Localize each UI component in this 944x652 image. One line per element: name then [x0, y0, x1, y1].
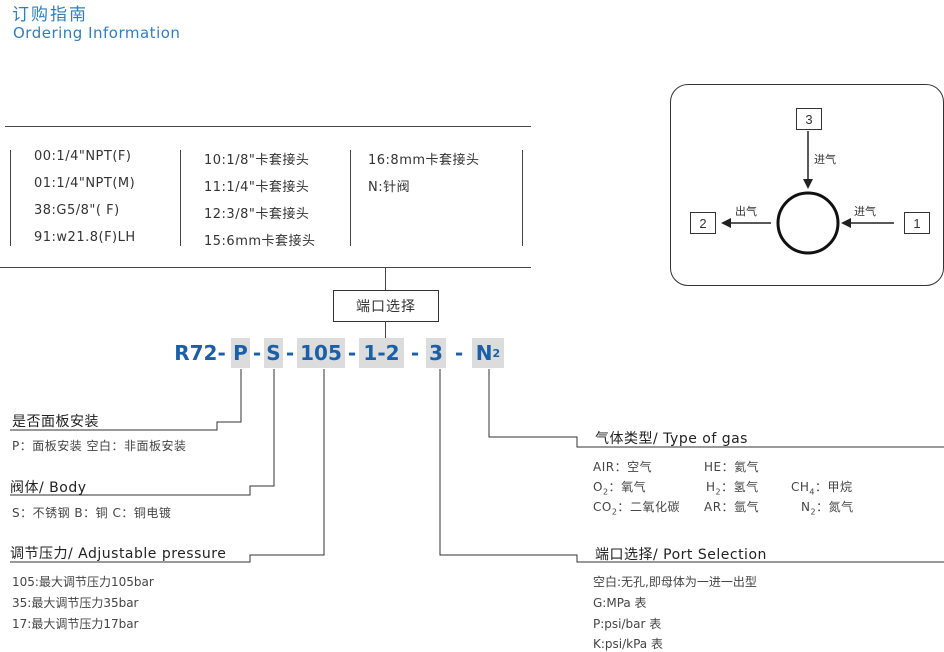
panel-mount-title: 是否面板安装 [12, 414, 99, 430]
port-selection-box: 端口选择 [333, 290, 439, 322]
port-option: 11:1/4"卡套接头 [204, 180, 310, 195]
code-dash: - [347, 341, 357, 365]
port-option: 01:1/4"NPT(M) [34, 176, 136, 191]
code-dash: - [252, 341, 262, 365]
panel-mount-desc: P：面板安装 空白：非面板安装 [12, 439, 187, 453]
port-selection-option: P:psi/bar 表 [593, 617, 662, 631]
connector-line [385, 267, 386, 290]
port-1-label: 1 [904, 212, 930, 234]
code-body: S [264, 338, 283, 368]
port-option: 12:3/8"卡套接头 [204, 207, 310, 222]
gas-item: HE：氦气 [704, 460, 760, 474]
title-chinese: 订购指南 [12, 5, 88, 25]
pressure-option: 17:最大调节压力17bar [12, 617, 139, 631]
valve-circle [776, 191, 840, 255]
gas-item: O2：氧气 [593, 480, 647, 497]
pressure-option: 35:最大调节压力35bar [12, 596, 139, 610]
model-prefix: R72- [174, 341, 226, 365]
flow-diagram: 3 1 2 进气 进气 出气 [670, 84, 944, 286]
gas-item: CH4：甲烷 [791, 480, 853, 497]
port-option: 16:8mm卡套接头 [368, 153, 480, 168]
inlet-label-top: 进气 [814, 153, 836, 166]
gas-item: AIR：空气 [593, 460, 653, 474]
code-gas-subscript: 2 [492, 346, 501, 360]
table-divider [180, 150, 181, 246]
port-option: 10:1/8"卡套接头 [204, 153, 310, 168]
code-gas-symbol: N [475, 341, 493, 365]
flow-diagram-lines [721, 131, 894, 255]
title-english: Ordering Information [13, 24, 181, 42]
table-divider [10, 150, 11, 246]
port-option: N:针阀 [368, 180, 411, 195]
gas-item: AR：氩气 [704, 500, 760, 514]
table-top-line [5, 126, 531, 127]
pressure-option: 105:最大调节压力105bar [12, 575, 154, 589]
pressure-title: 调节压力/ Adjustable pressure [10, 546, 227, 562]
gas-item: CO2：二氧化碳 [593, 500, 680, 517]
table-divider [522, 150, 523, 246]
outlet-label: 出气 [735, 205, 757, 218]
code-ports: 1-2 [359, 338, 404, 368]
body-title: 阀体/ Body [10, 480, 87, 496]
gas-item: N2：氮气 [801, 500, 854, 517]
code-dash: - [454, 341, 464, 365]
port-selection-option: 空白:无孔,即母体为一进一出型 [593, 575, 757, 589]
gas-type-title: 气体类型/ Type of gas [595, 431, 748, 447]
connector-line [385, 321, 386, 339]
inlet-label-right: 进气 [854, 205, 876, 218]
code-dash: - [285, 341, 295, 365]
port-3-label: 3 [796, 108, 822, 130]
table-bottom-line [0, 267, 531, 268]
port-selection-option: K:psi/kPa 表 [593, 637, 663, 651]
port-option: 91:w21.8(F)LH [34, 230, 136, 245]
body-desc: S：不锈钢 B：铜 C：铜电镀 [12, 506, 172, 520]
code-panel: P [231, 338, 250, 368]
port-option: 00:1/4"NPT(F) [34, 149, 132, 164]
code-dash: - [410, 341, 420, 365]
port-option: 15:6mm卡套接头 [204, 234, 316, 249]
port-2-label: 2 [690, 212, 716, 234]
code-port-selection: 3 [426, 338, 446, 368]
table-divider [350, 150, 351, 246]
port-option: 38:G5/8"( F) [34, 203, 120, 218]
port-selection-option: G:MPa 表 [593, 596, 647, 610]
port-selection-title: 端口选择/ Port Selection [595, 547, 767, 563]
code-pressure: 105 [297, 338, 345, 368]
gas-item: H2：氢气 [706, 480, 759, 497]
